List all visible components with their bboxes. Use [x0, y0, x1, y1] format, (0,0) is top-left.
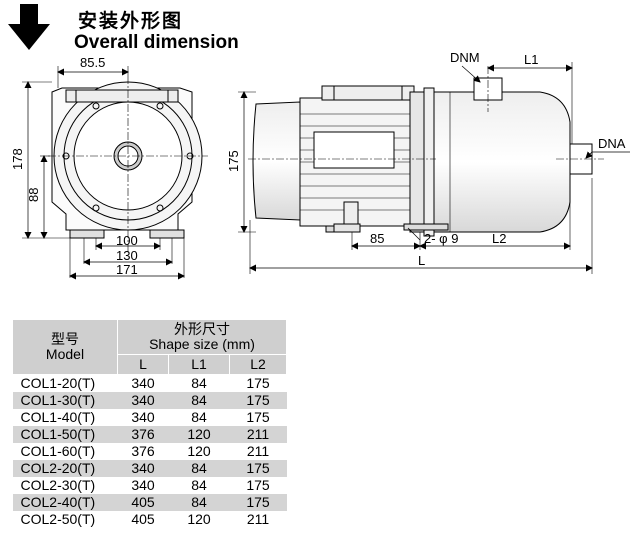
label-outlet-dnm: DNM [450, 52, 480, 65]
header-l: L [117, 354, 169, 375]
table-row: COL1-50(T) 376 120 211 [12, 426, 287, 443]
cell-l2: 175 [246, 409, 270, 425]
cell-l1: 120 [168, 426, 230, 443]
cell-l1: 120 [187, 511, 211, 527]
dim-top-width: 85.5 [80, 55, 105, 70]
table-row: COL1-60(T) 376 120 211 [13, 443, 287, 460]
cell-l: 376 [117, 426, 169, 443]
dim-foot: 85 [370, 231, 384, 246]
dim-base-inner: 100 [116, 233, 138, 248]
cell-model: COL1-60(T) [20, 443, 96, 459]
cell-l1: 120 [187, 443, 211, 459]
header-size-cn: 外形尺寸 [174, 321, 230, 337]
dim-l2: L2 [492, 231, 506, 246]
cell-l2: 211 [246, 511, 270, 527]
cell-l: 340 [131, 375, 155, 391]
cell-l: 340 [117, 392, 169, 409]
table-row: COL1-20(T) 340 84 175 [13, 375, 287, 393]
dim-l: L [418, 253, 425, 268]
cell-l2: 175 [246, 477, 270, 493]
cell-model: COL1-20(T) [20, 375, 96, 391]
cell-model: COL2-50(T) [20, 511, 96, 527]
down-arrow-icon [8, 4, 50, 50]
cell-l1: 84 [191, 375, 207, 391]
dim-base-mid: 130 [116, 248, 138, 263]
cell-l: 340 [131, 477, 155, 493]
title-chinese: 安装外形图 [78, 10, 184, 32]
front-view [22, 66, 208, 280]
table-row: COL2-20(T) 340 84 175 [12, 460, 287, 477]
table-row: COL2-50(T) 405 120 211 [13, 511, 287, 528]
header-model-cn: 型号 [51, 331, 79, 347]
cell-l1: 84 [168, 392, 230, 409]
cell-l1: 84 [168, 460, 230, 477]
cell-l1: 84 [168, 494, 230, 511]
label-inlet-dna: DNA [598, 136, 626, 151]
cell-l2: 175 [229, 494, 287, 511]
cell-l: 340 [117, 460, 169, 477]
header-shape-size: 外形尺寸 Shape size (mm) [117, 319, 287, 355]
dim-center-height: 88 [26, 188, 41, 202]
cell-l: 340 [131, 409, 155, 425]
cell-l2: 211 [229, 426, 287, 443]
table-row: COL2-30(T) 340 84 175 [13, 477, 287, 494]
front-view-labels: 85.5 178 88 100 130 171 [10, 55, 138, 277]
title-english: Overall dimension [74, 32, 239, 53]
header-l1: L1 [168, 354, 230, 375]
dimension-table: 型号 Model 外形尺寸 Shape size (mm) L L1 L2 CO… [12, 319, 287, 528]
cell-l2: 175 [246, 375, 270, 391]
dim-l1: L1 [524, 52, 538, 67]
cell-model: COL1-40(T) [20, 409, 96, 425]
cell-model: COL2-30(T) [20, 477, 96, 493]
dim-front-height: 178 [10, 148, 25, 170]
header-l2: L2 [229, 354, 287, 375]
dimension-drawing: 85.5 178 88 100 130 171 [10, 52, 630, 280]
cell-model: COL1-30(T) [12, 392, 118, 409]
cell-l1: 84 [191, 477, 207, 493]
cell-l2: 175 [229, 392, 287, 409]
header-model-en: Model [45, 346, 85, 362]
header-model: 型号 Model [12, 319, 118, 375]
section-header: 安装外形图 Overall dimension [8, 4, 308, 53]
dim-holes: 2- φ 9 [424, 231, 458, 246]
cell-l: 405 [131, 511, 155, 527]
table-row: COL2-40(T) 405 84 175 [12, 494, 287, 511]
table-row: COL1-40(T) 340 84 175 [13, 409, 287, 426]
side-view [238, 62, 630, 274]
dim-side-height: 175 [226, 150, 241, 172]
table-row: COL1-30(T) 340 84 175 [12, 392, 287, 409]
cell-l: 405 [117, 494, 169, 511]
cell-l2: 175 [229, 460, 287, 477]
cell-model: COL2-20(T) [12, 460, 118, 477]
header-size-en: Shape size (mm) [149, 336, 255, 352]
cell-model: COL2-40(T) [12, 494, 118, 511]
cell-l: 376 [131, 443, 155, 459]
dim-base-outer: 171 [116, 262, 138, 277]
cell-l2: 211 [246, 443, 270, 459]
cell-model: COL1-50(T) [12, 426, 118, 443]
cell-l1: 84 [191, 409, 207, 425]
side-view-labels: DNM L1 DNA 175 85 2- φ 9 L2 L [226, 52, 626, 268]
